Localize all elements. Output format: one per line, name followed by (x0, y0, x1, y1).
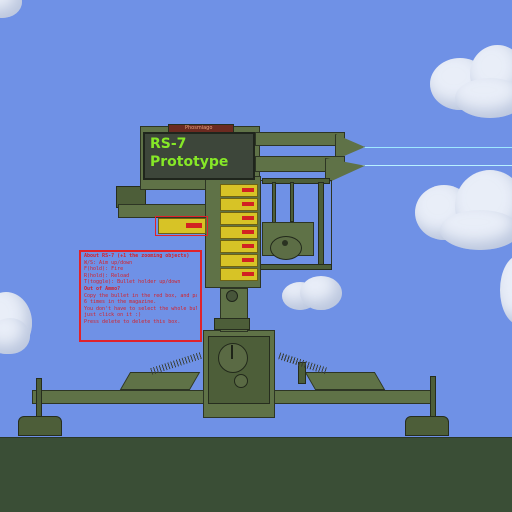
bullet (220, 212, 258, 225)
laser-sight-upper (360, 147, 512, 148)
spare-bullet-tip (186, 223, 202, 228)
barrel-upper (255, 132, 345, 146)
title-label: RS-7 Prototype (143, 132, 255, 180)
note-line: 6 times in the magazine. (84, 299, 157, 306)
title-line2: Prototype (150, 154, 229, 170)
bullet (220, 268, 258, 281)
note-line: You don't have to select the whole bulet… (84, 305, 197, 312)
note-line: Press delete to delete this box. (84, 318, 181, 325)
mechanism-bar-bottom (258, 264, 332, 270)
mechanism-post-3 (318, 182, 324, 270)
note-line: T(toggle): Bullet holder up/down (84, 279, 181, 286)
note-line: Copy the bullet in the red box, and past… (84, 292, 197, 299)
name-plate-text: Phosmiago (185, 125, 213, 131)
pivot-joint (226, 290, 238, 302)
note-line: R(hold): Reload (84, 272, 130, 279)
spare-bullet-box (155, 216, 208, 236)
spare-bullet[interactable] (158, 218, 206, 234)
instructions-box[interactable]: About RS-7 (+1 the zooming objects) W/S:… (79, 250, 202, 342)
pedestal-dial-needle (231, 345, 233, 359)
bullet (220, 254, 258, 267)
note-line: W/S: Aim up/down (84, 259, 133, 266)
cloud-top-left (0, 0, 22, 18)
laser-sight-lower (350, 165, 512, 166)
pedestal-neck (214, 318, 250, 330)
bullet (220, 240, 258, 253)
note-line: About RS-7 (+1 the zooming objects) (84, 253, 190, 259)
bullet (220, 198, 258, 211)
cloud-far-right (500, 255, 512, 325)
mechanism-post-2 (290, 182, 294, 222)
ground (0, 437, 512, 512)
note-line: just click on it :) (84, 312, 142, 319)
pedestal-dial (218, 343, 248, 373)
reload-motor-hub (282, 240, 288, 246)
bullet (220, 184, 258, 197)
pedestal-knob (234, 374, 248, 388)
mechanism-bar-top (262, 178, 330, 184)
title-line1: RS-7 (150, 136, 187, 152)
note-line: Out of Ammo? (84, 285, 121, 292)
note-line: F(hold): Fire (84, 266, 124, 273)
bullet (220, 226, 258, 239)
